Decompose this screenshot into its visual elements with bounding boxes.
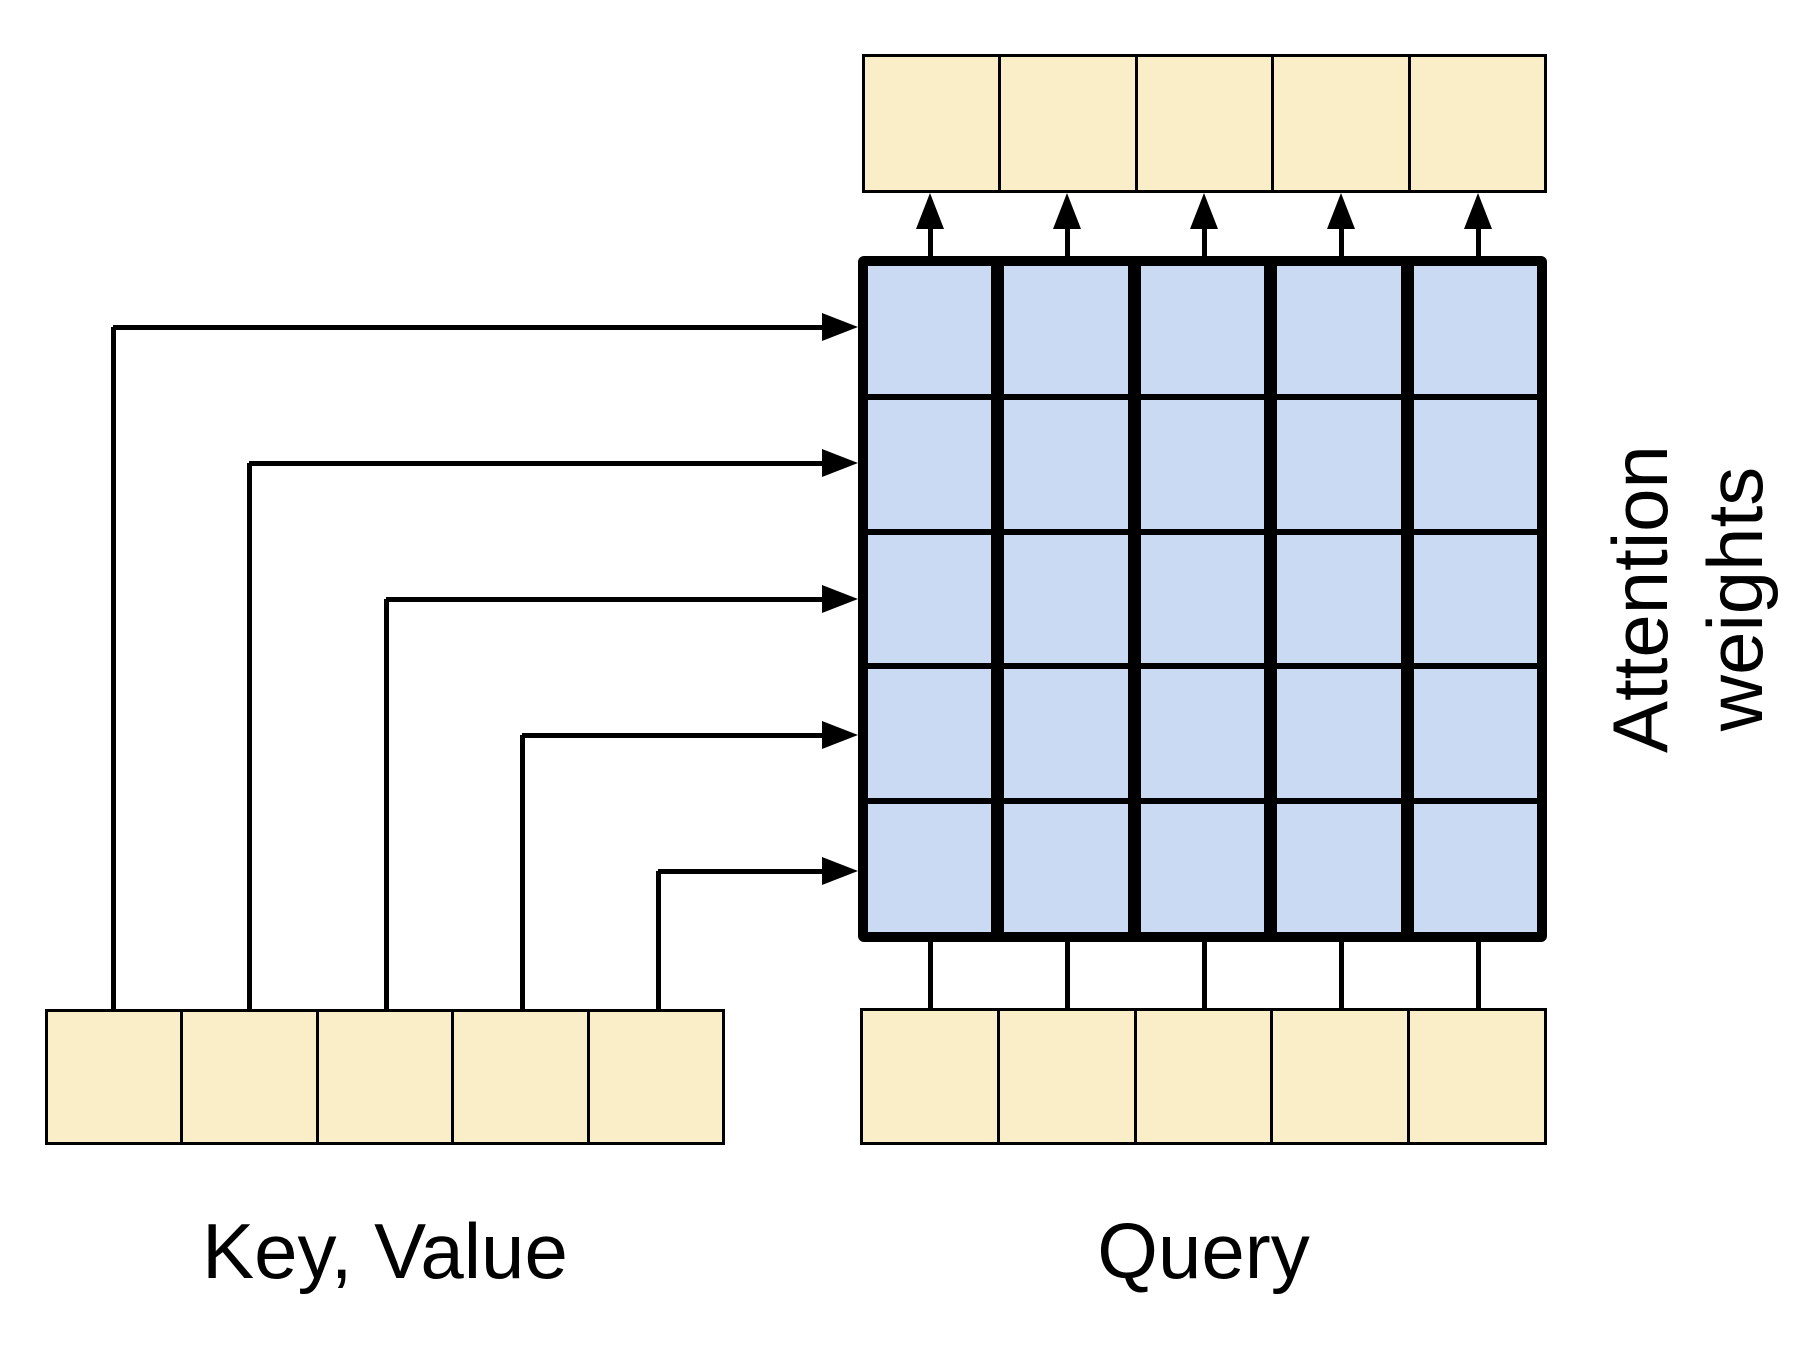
matrix-cell: [1413, 400, 1537, 529]
connector-line: [1339, 942, 1344, 1008]
matrix-cell: [1004, 266, 1128, 395]
output-box: [1271, 54, 1411, 193]
attention-weights-label-line2: weights: [1691, 466, 1779, 732]
matrix-cell: [1413, 669, 1537, 798]
matrix-cell: [868, 400, 992, 529]
attention-weights-label-line1: Attention: [1596, 445, 1684, 753]
matrix-cell: [1140, 669, 1265, 798]
output-token-row: [862, 54, 1548, 193]
connector-line: [1065, 942, 1070, 1008]
matrix-cell: [1413, 266, 1537, 395]
attention-weights-label: Attention weights: [1593, 219, 1783, 979]
right-arrow-icon: [822, 313, 858, 341]
key-value-token-row: [45, 1009, 726, 1145]
matrix-cell: [1004, 400, 1128, 529]
query-box: [860, 1008, 1000, 1145]
output-box: [862, 54, 1002, 193]
query-box: [1407, 1008, 1547, 1145]
connector-line: [928, 942, 933, 1008]
matrix-cell: [1004, 803, 1128, 932]
matrix-cell: [1140, 400, 1265, 529]
matrix-cell: [1004, 669, 1128, 798]
matrix-cell: [1140, 266, 1265, 395]
matrix-cell: [1277, 266, 1401, 395]
elbow-line: [522, 733, 822, 738]
query-token-row: [860, 1008, 1547, 1145]
elbow-line: [247, 463, 252, 1009]
key-value-box: [315, 1009, 455, 1145]
elbow-line: [384, 599, 389, 1009]
query-box: [1133, 1008, 1274, 1145]
matrix-cell: [1277, 669, 1401, 798]
key-value-label: Key, Value: [202, 1207, 568, 1295]
matrix-cell: [868, 534, 992, 664]
key-value-box: [451, 1009, 590, 1145]
elbow-line: [658, 869, 822, 874]
elbow-line: [656, 871, 661, 1009]
matrix-cell: [1004, 534, 1128, 664]
matrix-cell: [1277, 534, 1401, 664]
elbow-line: [113, 325, 822, 330]
query-box: [1270, 1008, 1411, 1145]
matrix-cell: [1413, 803, 1537, 932]
right-arrow-icon: [822, 721, 858, 749]
key-value-box: [180, 1009, 319, 1145]
key-value-box: [586, 1009, 726, 1145]
output-box: [998, 54, 1138, 193]
matrix-cell: [1413, 534, 1537, 664]
elbow-line: [386, 597, 822, 602]
connector-line: [1202, 942, 1207, 1008]
query-box: [996, 1008, 1137, 1145]
matrix-cell: [1277, 803, 1401, 932]
matrix-cell: [868, 803, 992, 932]
matrix-cell: [1277, 400, 1401, 529]
elbow-line: [520, 735, 525, 1009]
right-arrow-icon: [822, 449, 858, 477]
elbow-line: [111, 327, 116, 1009]
right-arrow-icon: [822, 585, 858, 613]
matrix-cell: [868, 266, 992, 395]
attention-weights-matrix: [858, 256, 1547, 942]
key-value-box: [45, 1009, 184, 1145]
matrix-cell: [1140, 534, 1265, 664]
right-arrow-icon: [822, 857, 858, 885]
output-box: [1407, 54, 1548, 193]
query-label: Query: [1097, 1207, 1310, 1295]
output-box: [1134, 54, 1275, 193]
elbow-line: [249, 461, 822, 466]
connector-line: [1476, 942, 1481, 1008]
matrix-cell: [1140, 803, 1265, 932]
matrix-cell: [868, 669, 992, 798]
